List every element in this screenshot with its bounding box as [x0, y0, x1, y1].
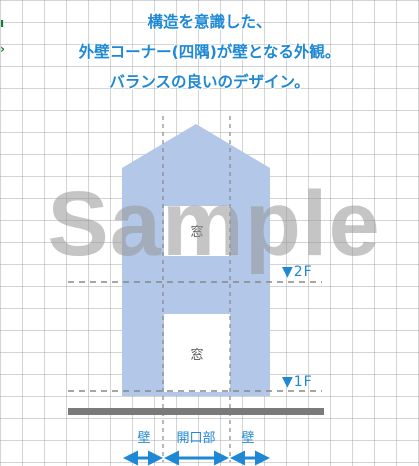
upper-window: [164, 206, 230, 256]
edge-mark-middle: ›: [0, 42, 5, 56]
edge-mark-top: ı: [0, 16, 5, 30]
ground-line: [68, 408, 324, 415]
caption-line-1: 構造を意識した、: [147, 13, 272, 31]
lower-window-label: 窓: [190, 347, 203, 363]
lower-window: [164, 314, 230, 392]
building-body: [122, 124, 270, 396]
segment-label-center: 開口部: [176, 431, 215, 446]
sample-watermark: Sample: [47, 173, 381, 275]
segment-label-right: 壁: [241, 431, 254, 446]
floor-label-1f: ▼1F: [282, 374, 313, 390]
floor-label-2f: ▼2F: [282, 264, 313, 280]
upper-window-label: 窓: [190, 224, 203, 240]
caption-line-2: 外壁コーナー(四隅)が壁となる外観。: [78, 43, 341, 61]
segment-label-left: 壁: [137, 431, 150, 446]
caption-line-3: バランスの良いのデザイン。: [109, 73, 310, 91]
